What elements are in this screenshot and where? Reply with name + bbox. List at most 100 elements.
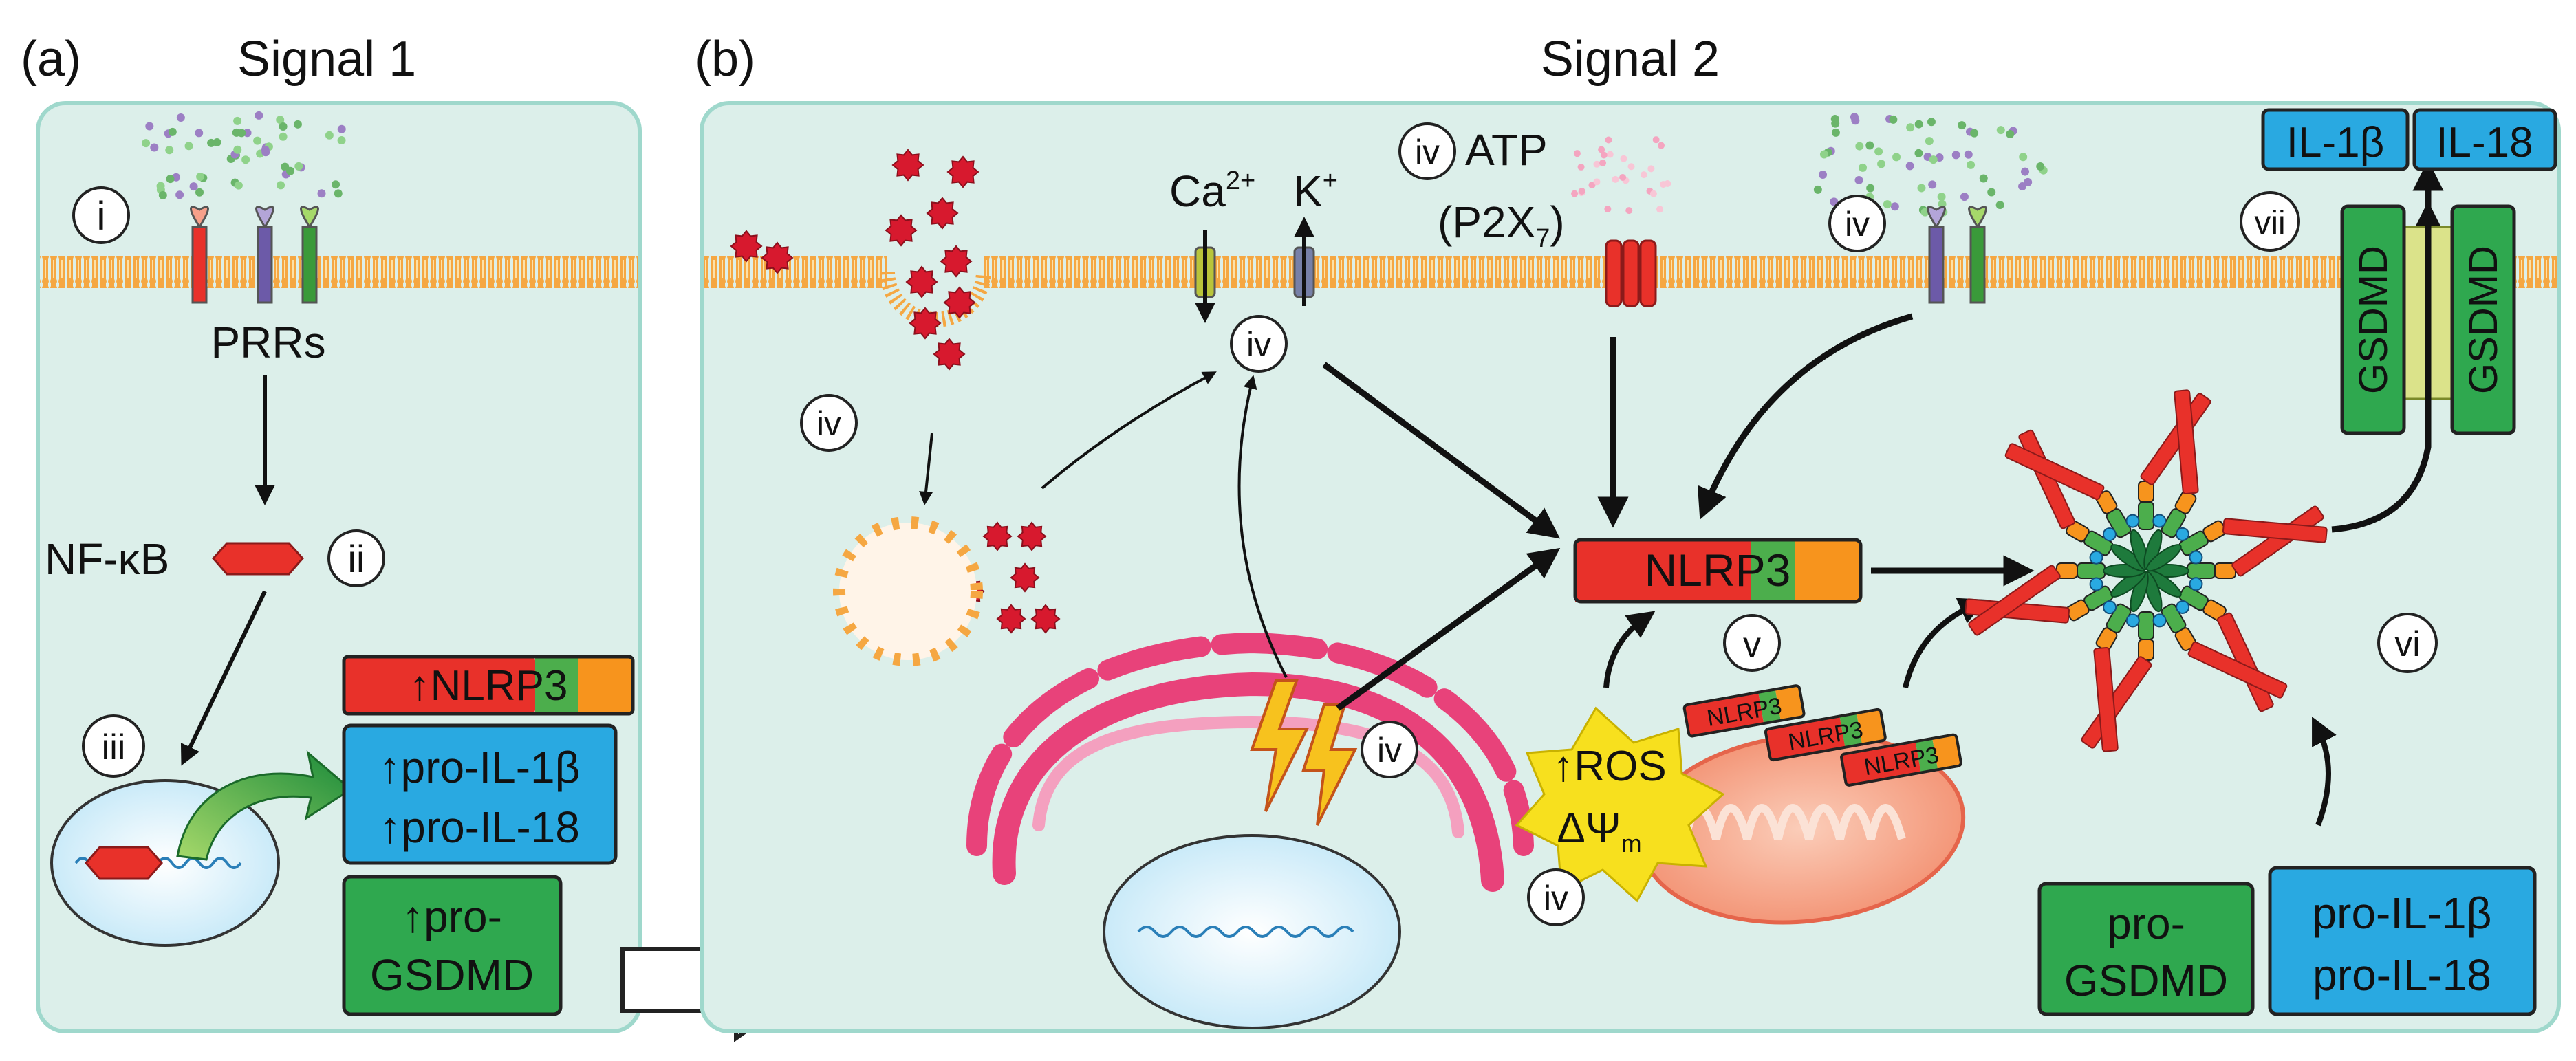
particulate-icon <box>940 245 973 278</box>
particulate-icon <box>946 155 979 188</box>
particle-dot <box>1656 206 1664 213</box>
particle-dot <box>1819 150 1828 159</box>
particle-dot <box>1855 142 1864 151</box>
particle-dot <box>1967 160 1976 169</box>
particle-dot <box>195 129 204 138</box>
endocytic-cup <box>880 271 991 327</box>
inflammasome-arm <box>2178 518 2328 556</box>
gsdmd-label-left: GSDMD <box>2351 245 2396 394</box>
pro-gsdmd-upregulated-line2: GSDMD <box>370 950 534 1000</box>
particle-dot <box>1951 151 1960 160</box>
gsdmd-label-right: GSDMD <box>2461 245 2506 394</box>
particle-dot <box>1960 193 1969 201</box>
particle-dot <box>1964 150 1973 159</box>
particle-dot <box>1937 193 1946 201</box>
particle-dot <box>253 136 262 145</box>
nfkb-on-dna-icon <box>85 846 163 880</box>
particle-dot <box>293 120 302 129</box>
particle-dot <box>1877 160 1886 168</box>
particle-dot <box>1859 163 1868 172</box>
particulate-icon <box>909 307 942 340</box>
membrane-b-left <box>704 256 887 288</box>
particle-dot <box>1652 136 1660 144</box>
transcription-arrow-icon <box>176 750 353 861</box>
particle-dot <box>195 188 204 197</box>
particle-dot <box>1819 171 1828 179</box>
particle-dot <box>1647 165 1655 173</box>
p2x7-receptor <box>1605 239 1657 307</box>
roman-iv-label-er: iv <box>1377 731 1402 769</box>
arrow-ros-to-nlrp3 <box>1603 611 1656 688</box>
particle-dot <box>1905 162 1914 171</box>
particulate-icon <box>1030 604 1061 634</box>
particle-dot <box>175 190 184 199</box>
roman-iv-label-phago: iv <box>816 404 841 443</box>
mito-potential-label: ΔΨm <box>1557 805 1641 857</box>
pro-gsdmd-b-line2: GSDMD <box>2064 956 2228 1005</box>
prr-receptor-red <box>190 206 209 304</box>
particle-dot <box>1995 201 2004 210</box>
particle-dot <box>1604 206 1612 213</box>
asc-dot <box>2125 613 2140 628</box>
particulate-icon <box>982 521 1013 551</box>
particle-dot <box>1664 180 1671 188</box>
particulate-icon <box>1017 521 1047 551</box>
inflammasome-arm <box>2093 603 2132 752</box>
particle-dot <box>279 132 288 141</box>
particle-dot <box>237 129 246 138</box>
inflammasome-arm <box>2161 389 2199 538</box>
particle-dot <box>189 182 198 191</box>
asc-dot <box>2089 577 2103 591</box>
particle-dot <box>241 155 250 164</box>
particle-dot <box>337 135 346 144</box>
particle-dot <box>1987 188 1996 197</box>
dna-strand-b <box>1137 926 1354 938</box>
roman-iv-badge-prr: iv <box>1828 195 1886 252</box>
particle-dot <box>294 162 303 171</box>
panel-b-title: Signal 2 <box>1541 32 1720 87</box>
particle-dot <box>1970 129 1979 138</box>
roman-vi-label: vi <box>2394 624 2421 664</box>
roman-iv-badge-er: iv <box>1361 721 1418 778</box>
pro-gsdmd-b-line1: pro- <box>2107 899 2185 948</box>
particle-dot <box>1649 190 1657 197</box>
particle-dot <box>243 129 252 138</box>
particulate-icon <box>933 338 966 371</box>
membrane-a <box>40 256 638 288</box>
prr-receptors-b <box>1927 206 1987 304</box>
roman-i-badge: i <box>72 186 130 244</box>
particle-dot <box>1906 123 1915 132</box>
particle-dot <box>317 189 326 198</box>
particle-dot <box>332 180 340 189</box>
roman-v-badge: v <box>1723 614 1781 672</box>
endoplasmic-reticulum <box>966 632 1534 892</box>
particle-dot <box>233 145 242 154</box>
asc-dot <box>2125 514 2140 528</box>
asc-dot <box>2176 600 2190 614</box>
arrow-er-to-nlrp3 <box>1336 547 1561 711</box>
roman-iv-badge-ion: iv <box>1230 315 1288 373</box>
particle-dot <box>286 166 295 175</box>
pro-il1b-upregulated-label: ↑pro-IL-1β <box>379 743 581 792</box>
ros-burst-icon: ↑ROS ΔΨm <box>1515 706 1725 903</box>
particulate-icon <box>730 230 763 263</box>
particle-dot <box>150 143 159 152</box>
inflammasome-arm <box>2138 393 2211 530</box>
calcium-channel <box>1194 230 1216 323</box>
particle-dot <box>1813 185 1822 194</box>
pro-gsdmd-box-b: pro- GSDMD <box>2037 882 2255 1016</box>
roman-vii-label: vii <box>2254 205 2285 241</box>
particle-dot <box>255 111 263 120</box>
il1b-released-box: IL-1β <box>2261 108 2410 171</box>
particle-dot <box>1874 147 1883 156</box>
particle-dot <box>196 172 205 181</box>
arrow-inflammasome-to-pore <box>2331 201 2444 533</box>
inflammasome-arm <box>2081 611 2154 749</box>
arrow-mito-nlrp3-to-inflammasome <box>1903 598 1987 688</box>
panel-b-letter: (b) <box>695 32 755 87</box>
pro-il18-upregulated-label: ↑pro-IL-18 <box>379 802 580 852</box>
roman-iv-label-prr: iv <box>1845 205 1870 243</box>
arrow-phago-to-ion <box>1041 371 1217 490</box>
